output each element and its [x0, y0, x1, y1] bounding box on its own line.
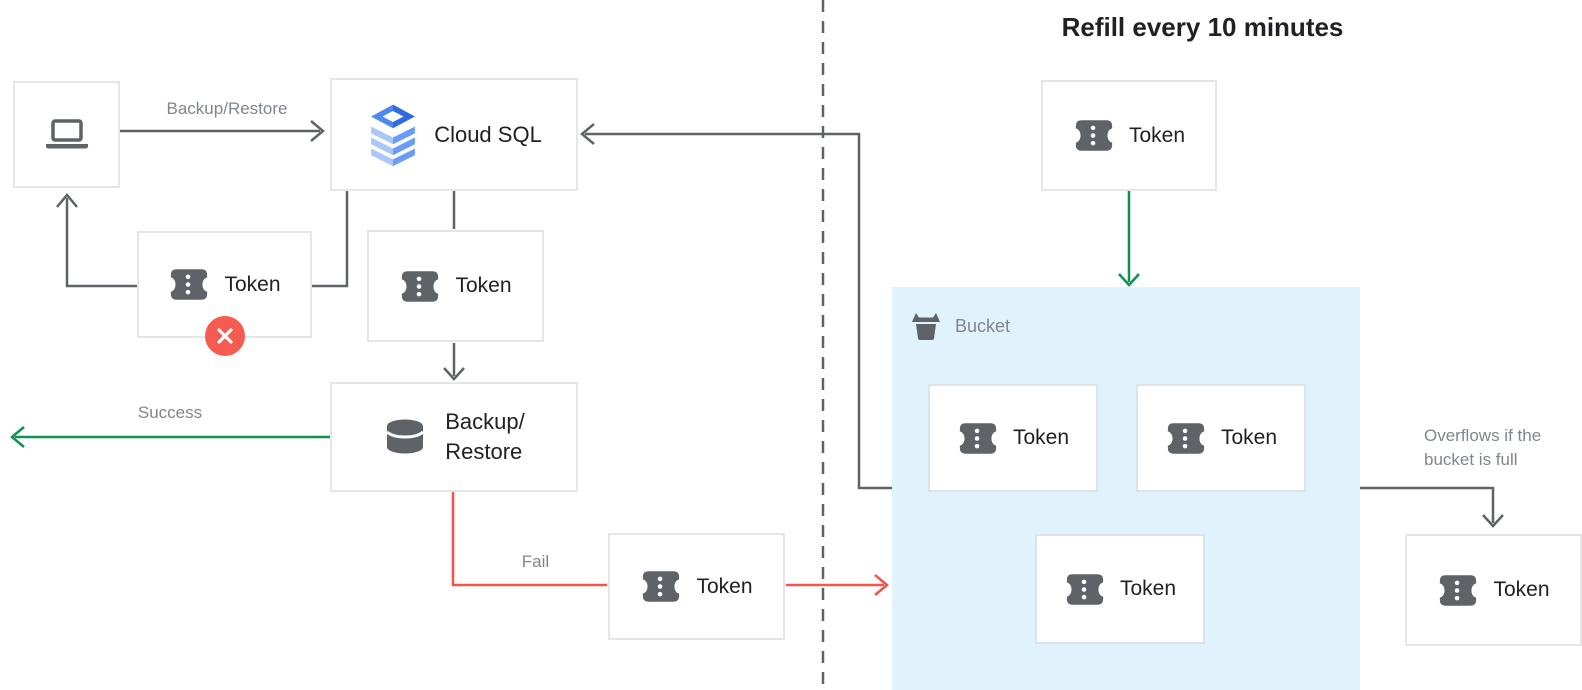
edge-line: [65, 198, 137, 288]
cloud-sql-label: Cloud SQL: [434, 121, 542, 147]
edge-fail: [451, 492, 607, 587]
token-label: Token: [696, 574, 753, 598]
arrowhead-right-icon: [874, 574, 889, 596]
token-label: Token: [1119, 577, 1177, 600]
token-node-request: Token: [367, 230, 544, 342]
overflow-label-line1: Overflows if the: [1424, 426, 1542, 445]
token-label: Token: [224, 272, 281, 296]
arrowhead-left-icon: [580, 123, 595, 145]
token-label: Token: [1012, 426, 1070, 449]
edge-refill-to-bucket: [1118, 191, 1140, 287]
edge-line: [312, 191, 349, 288]
backup-restore-line2: Restore: [445, 439, 523, 464]
token-label: Token: [1220, 426, 1278, 449]
token-icon: [1167, 422, 1205, 454]
edge-label-overflow: Overflows if the bucket is full: [1424, 424, 1582, 472]
arrowhead-down-icon: [1482, 514, 1504, 528]
token-label: Token: [455, 274, 512, 297]
arrowhead-right-icon: [310, 120, 325, 142]
token-icon: [1066, 573, 1104, 605]
token-icon: [1075, 120, 1113, 151]
token-node-bucket-1: Token: [928, 384, 1098, 492]
arrowhead-up-icon: [56, 193, 78, 208]
edge-laptop-to-cloudsql: [120, 120, 325, 142]
overflow-label-line2: bucket is full: [1424, 450, 1518, 469]
backup-restore-line1: Backup/: [445, 409, 525, 434]
edge-line: [585, 132, 892, 490]
token-node-overflow: Token: [1405, 534, 1582, 646]
client-laptop-node: [13, 81, 120, 188]
database-icon: [386, 419, 425, 454]
cloud-sql-icon: [371, 104, 416, 166]
token-node-bucket-2: Token: [1136, 384, 1306, 492]
edge-token-to-backup: [443, 343, 465, 381]
backup-restore-label: Backup/ Restore: [445, 407, 525, 467]
edge-token-to-cloudsql: [312, 191, 349, 288]
bucket-icon: [912, 313, 940, 340]
backup-restore-node: Backup/ Restore: [330, 382, 578, 492]
token-label: Token: [1493, 578, 1550, 601]
arrowhead-down-icon: [1118, 273, 1140, 287]
token-icon: [402, 270, 439, 302]
edge-line: [1360, 486, 1495, 523]
edge-token-to-laptop: [56, 193, 137, 288]
edge-label-backup-restore: Backup/Restore: [166, 99, 288, 118]
token-icon: [1440, 574, 1477, 606]
edge-failtoken-to-bucket: [786, 574, 889, 596]
token-node-refill: Token: [1041, 80, 1217, 191]
page-title: Refill every 10 minutes: [1061, 12, 1344, 42]
arrowhead-left-icon: [10, 426, 25, 448]
token-label: Token: [1128, 123, 1186, 147]
edge-label-fail: Fail: [521, 552, 550, 571]
bucket-label: Bucket: [955, 315, 1011, 336]
laptop-icon: [45, 118, 88, 148]
token-icon: [643, 571, 680, 602]
bucket-header: Bucket: [909, 310, 1010, 342]
token-node-rejected: Token: [137, 231, 312, 356]
token-node-bucket-3: Token: [1035, 534, 1205, 644]
token-node-fail: Token: [608, 533, 785, 640]
edge-success: [10, 426, 330, 448]
token-icon: [959, 422, 997, 454]
error-badge: [204, 316, 245, 356]
edge-line: [451, 492, 607, 587]
x-icon: [216, 328, 233, 344]
edge-label-success: Success: [137, 403, 203, 422]
cloud-sql-node: Cloud SQL: [330, 78, 578, 191]
edge-overflow: [1360, 486, 1504, 528]
arrowhead-down-icon: [443, 367, 465, 381]
token-icon: [171, 269, 208, 300]
edge-bucket-to-cloudsql: [580, 123, 892, 490]
